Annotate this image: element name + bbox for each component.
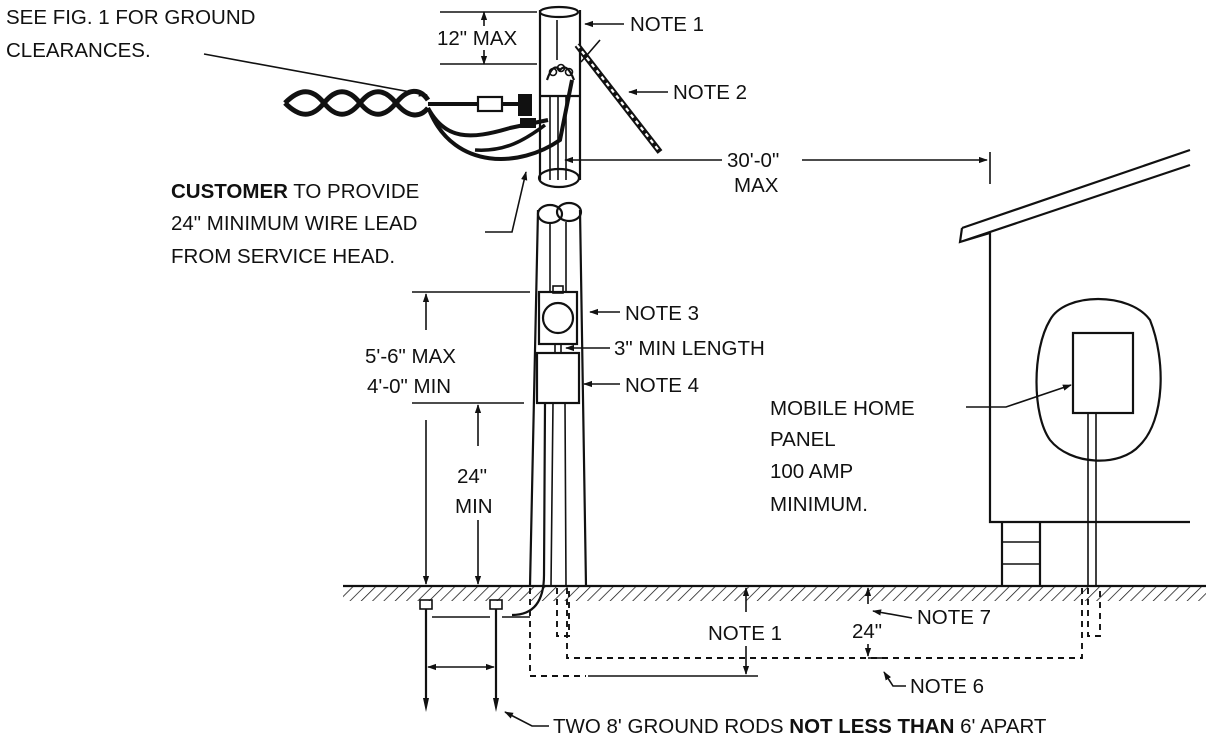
customer-bold: CUSTOMER	[171, 180, 288, 203]
see-fig-label-line1: SEE FIG. 1 FOR GROUND	[6, 6, 255, 29]
dim-24-min-label-line2: MIN	[455, 495, 493, 518]
rods-label-part1: TWO 8' GROUND RODS	[553, 715, 789, 738]
panel-label-line1: MOBILE HOME	[770, 397, 915, 420]
min-length-label: 3" MIN LENGTH	[614, 337, 765, 360]
rods-label-part3: 6' APART	[954, 715, 1047, 738]
dim-30ft-label-line1: 30'-0"	[727, 149, 779, 172]
dim-12-max-label: 12" MAX	[437, 27, 518, 50]
ground-rods-label: TWO 8' GROUND RODS NOT LESS THAN 6' APAR…	[553, 715, 1047, 738]
guy-wire	[574, 39, 663, 154]
see-fig-label-line2: CLEARANCES.	[6, 39, 151, 62]
dim-24-min-label-line1: 24"	[457, 465, 487, 488]
leaders	[203, 20, 1072, 727]
note3-label: NOTE 3	[625, 302, 699, 325]
note1-ground-label: NOTE 1	[708, 622, 782, 645]
customer-label-line2: 24" MINIMUM WIRE LEAD	[171, 212, 417, 235]
ground-rods	[419, 599, 530, 712]
mobile-home	[958, 148, 1191, 586]
panel-label-line2: PANEL	[770, 428, 836, 451]
dim-24-trench-label: 24"	[852, 620, 882, 643]
ground-hatch-band	[343, 586, 1206, 601]
meter-base	[537, 285, 579, 353]
service-drop	[283, 79, 574, 161]
rods-label-bold: NOT LESS THAN	[789, 715, 954, 738]
panel-label-line4: MINIMUM.	[770, 493, 868, 516]
note1-top-label: NOTE 1	[630, 13, 704, 36]
note6-label: NOTE 6	[910, 675, 984, 698]
meter-height-min-label: 4'-0" MIN	[367, 375, 451, 398]
note7-label: NOTE 7	[917, 606, 991, 629]
dimensions	[412, 11, 991, 677]
underground-conduit	[529, 588, 1101, 677]
meter-height-max-label: 5'-6" MAX	[365, 345, 456, 368]
customer-label-line3: FROM SERVICE HEAD.	[171, 245, 395, 268]
panel-label-line3: 100 AMP	[770, 460, 853, 483]
labels: SEE FIG. 1 FOR GROUND CLEARANCES. 12" MA…	[6, 6, 1047, 738]
ground	[343, 584, 1206, 601]
disconnect-box	[511, 351, 581, 617]
lower-pole	[528, 201, 588, 587]
note2-label: NOTE 2	[673, 81, 747, 104]
note4-label: NOTE 4	[625, 374, 699, 397]
dim-30ft-label-line2: MAX	[734, 174, 779, 197]
customer-rest: TO PROVIDE	[288, 180, 419, 203]
upper-pole	[537, 5, 582, 189]
customer-label-line1: CUSTOMER TO PROVIDE	[171, 180, 419, 203]
